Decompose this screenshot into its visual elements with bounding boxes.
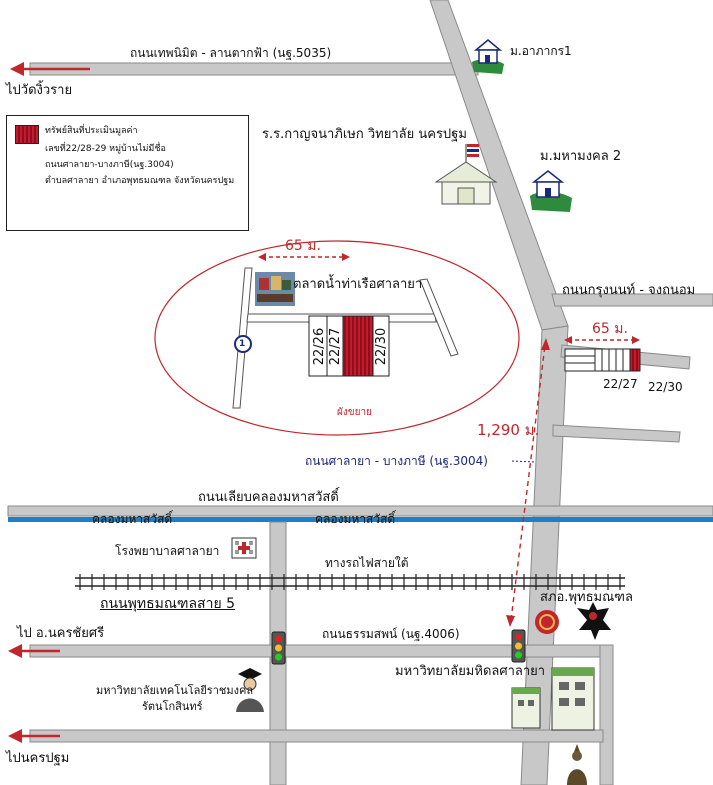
traffic-light-left (271, 631, 286, 665)
buddha-statue-icon (567, 744, 587, 785)
road-to-pathom (29, 729, 604, 743)
dist-1290: 1,290 ม. (477, 421, 540, 439)
police-emblem-icon (535, 610, 559, 634)
dist-1290-line (510, 344, 546, 621)
graduate-icon (236, 668, 264, 712)
road-canal (7, 505, 713, 517)
canal-label-left: คลองมหาสวัสดิ์ (92, 512, 173, 526)
legend-swatch (15, 125, 39, 144)
label-rmut-1: มหาวิทยาลัยเทคโนโลยีราชมงคล (96, 684, 254, 697)
label-police: สภอ.พุทธมณฑล (540, 590, 633, 605)
plan-plot-22-30 (372, 315, 390, 377)
east-plots (564, 348, 641, 372)
label-village2: ม.มหามงคล 2 (540, 149, 622, 164)
legend-line-1: ทรัพย์สินที่ประเมินมูลค่า (45, 126, 138, 136)
plot-label-22-26: 22/26 (312, 327, 328, 366)
road-label-salaya: ถนนศาลายา - บางภาษี (นฐ.3004) (305, 454, 488, 468)
road-thammasop (29, 644, 614, 658)
direction-to-chaisri: ไป อ.นครชัยศรี (17, 626, 105, 641)
school-icon (434, 144, 498, 205)
label-railway: ทางรถไฟสายใต้ (325, 556, 409, 570)
market-icon (255, 272, 295, 306)
soi-sign (234, 335, 252, 353)
label-school: ร.ร.กาญจนาภิเษก วิทยาลัย นครปฐม (262, 127, 467, 142)
road-label-canal: ถนนเลียบคลองมหาสวัสดิ์ (198, 490, 339, 505)
plot-label-22-30: 22/30 (374, 327, 390, 366)
canal-label-right: คลองมหาสวัสดิ์ (315, 512, 396, 526)
direction-to-wat: ไปวัดงิ้วราย (6, 83, 73, 98)
road-label-krung: ถนนกรุงนนท์ - จงถนอม (562, 283, 696, 298)
legend-line-4: ตำบลศาลายา อำเภอพุทธมณฑล จังหวัดนครปฐม (45, 176, 235, 186)
plot-label-22-27: 22/27 (328, 327, 344, 366)
traffic-light-right (511, 629, 526, 663)
arrow-to-wat (10, 62, 90, 76)
garuda-icon (577, 602, 611, 640)
canal-water (8, 517, 713, 522)
road-label-phutthamonthon: ถนนพุทธมณฑลสาย 5 (100, 596, 236, 612)
road-north (29, 62, 479, 76)
dist-65-east: 65 ม. (592, 321, 628, 337)
railway (75, 574, 625, 590)
label-mahidol: มหาวิทยาลัยมหิดลศาลายา (395, 664, 546, 679)
soi-sign-number: 1 (239, 339, 246, 349)
road-krung (551, 293, 713, 307)
zoom-ellipse (154, 240, 520, 436)
label-market: ตลาดน้ำท่าเรือศาลายา (293, 277, 423, 292)
plan-label: ผังขยาย (337, 407, 372, 418)
road-label-north: ถนนเทพนิมิต - ลานตากฟ้า (นฐ.5035) (130, 46, 332, 60)
house-icon-village2 (530, 170, 572, 212)
legend-line-2: เลขที่22/28-29 หมู่บ้านไม่มีชื่อ (45, 144, 166, 154)
legend-line-3: ถนนศาลายา-บางภาษี(นฐ.3004) (45, 160, 174, 170)
hospital-icon (231, 537, 257, 559)
road-label-thammasop: ถนนธรรมสพน์ (นฐ.4006) (322, 627, 460, 641)
dist-65-top: 65 ม. (285, 238, 321, 254)
arrow-to-chaisri (8, 644, 60, 658)
direction-to-pathom: ไปนครปฐม (6, 751, 70, 766)
label-village1: ม.อาภากร1 (510, 44, 572, 58)
house-icon-village1 (472, 39, 504, 74)
plot-label-small-22-27: 22/27 (603, 377, 638, 391)
plot-label-small-22-30: 22/30 (648, 380, 683, 394)
road-right-south (599, 644, 614, 785)
plan-plot-subject (342, 315, 374, 377)
legend-box: ทรัพย์สินที่ประเมินมูลค่า เลขที่22/28-29… (6, 115, 249, 231)
road-east-lower (552, 424, 681, 443)
label-hospital: โรงพยาบาลศาลายา (115, 544, 220, 558)
label-rmut-2: รัตนโกสินทร์ (142, 700, 203, 713)
arrow-to-pathom (8, 729, 60, 743)
road-main-south (520, 325, 569, 785)
mahidol-building-icon (511, 667, 595, 731)
